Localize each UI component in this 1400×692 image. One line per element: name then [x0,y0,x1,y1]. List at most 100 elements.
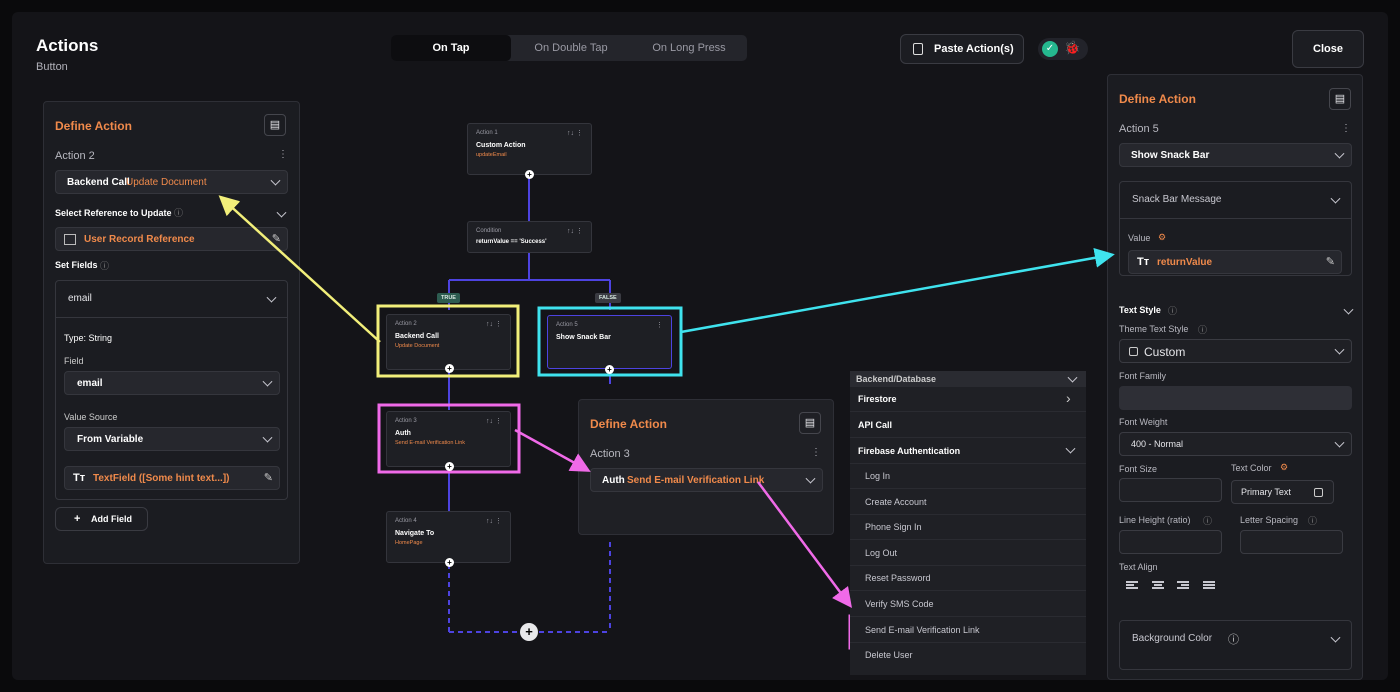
tab-on-long-press[interactable]: On Long Press [652,42,726,54]
right-action-type-select[interactable]: Show Snack Bar [1119,143,1352,167]
letter-spacing-label: Letter Spacing [1240,515,1299,525]
letter-spacing-field[interactable] [1240,530,1343,554]
font-weight-label: Font Weight [1119,417,1168,427]
flow-node-action-2[interactable]: Action 2 ↑↓ ⋮ Backend Call Update Docume… [386,314,511,370]
table-icon [64,234,76,245]
node-subtitle: Send E-mail Verification Link [395,440,466,446]
menu-item-api-call[interactable]: API Call [850,413,1086,438]
edit-icon[interactable]: ✎ [263,472,273,484]
variable-value: TextField ([Some hint text...]) [93,473,230,484]
close-button[interactable]: Close [1292,30,1364,68]
snack-section-header[interactable]: Snack Bar Message [1120,182,1351,219]
left-action-type: Backend Call [67,177,130,188]
right-define-action-panel: Define Action ▤ Action 5 ⋮ Show Snack Ba… [1107,74,1363,680]
add-field-button[interactable]: + Add Field [55,507,148,531]
variable-icon: ⚙ [1158,232,1167,242]
variable-field[interactable]: Tт TextField ([Some hint text...]) ✎ [64,466,280,490]
node-controls-icon[interactable]: ↑↓ ⋮ [486,418,502,425]
mid-action-type-select[interactable]: Auth Send E-mail Verification Link [590,468,823,492]
node-title: Navigate To [395,530,435,537]
tab-on-double-tap[interactable]: On Double Tap [534,42,608,54]
align-center-icon[interactable] [1152,581,1164,591]
add-action-button[interactable]: + [520,623,538,641]
node-label: Action 5 [556,322,578,328]
flow-node-action-1[interactable]: Action 1 ↑↓ ⋮ Custom Action updateEmail [467,123,592,175]
font-size-label: Font Size [1119,464,1158,474]
menu-item-reset-password[interactable]: Reset Password [850,566,1086,591]
value-source: From Variable [77,434,144,445]
menu-item-create-account[interactable]: Create Account [850,490,1086,515]
add-node-icon[interactable]: + [445,462,454,471]
tab-on-tap[interactable]: On Tap [391,35,511,61]
info-icon: ⓘ [1228,634,1239,646]
menu-item-log-out[interactable]: Log Out [850,541,1086,566]
add-node-icon[interactable]: + [605,365,614,374]
more-icon[interactable]: ⋮ [1341,123,1351,134]
align-left-icon[interactable] [1126,581,1138,591]
snack-value-field[interactable]: Tт returnValue ✎ [1128,250,1342,274]
line-height-field[interactable] [1119,530,1222,554]
menu-item-phone-sign-in[interactable]: Phone Sign In [850,515,1086,540]
flow-node-action-5[interactable]: Action 5 ⋮ Show Snack Bar [547,315,672,369]
more-icon[interactable]: ⋮ [278,149,288,160]
mid-action-subtype: Send E-mail Verification Link [627,475,765,486]
add-node-icon[interactable]: + [445,364,454,373]
color-swatch [1314,488,1323,497]
field-header[interactable]: email [56,281,287,318]
field-select[interactable]: email [64,371,280,395]
menu-category[interactable]: Backend/Database [850,371,1086,387]
plus-icon: + [74,513,81,525]
bg-color-section[interactable]: Background Color ⓘ [1119,620,1352,670]
node-controls-icon[interactable]: ↑↓ ⋮ [486,321,502,328]
menu-item-firebase-auth[interactable]: Firebase Authentication [850,439,1086,464]
checkbox-icon [1129,347,1138,356]
chevron-down-icon[interactable] [1343,304,1354,315]
flow-node-action-4[interactable]: Action 4 ↑↓ ⋮ Navigate To HomePage [386,511,511,563]
edit-icon[interactable]: ✎ [1325,256,1335,268]
menu-item-send-email-verification[interactable]: Send E-mail Verification Link [850,618,1086,643]
theme-select[interactable]: Custom [1119,339,1352,363]
paste-actions-label: Paste Action(s) [934,43,1014,55]
type-label: Type: String [64,333,113,343]
theme-label: Theme Text Style [1119,324,1189,334]
more-icon[interactable]: ⋮ [811,447,821,458]
menu-item-firestore[interactable]: Firestore [850,387,1086,412]
menu-item-delete-user[interactable]: Delete User [865,650,913,660]
more-icon[interactable]: ⋮ [656,322,663,329]
debug-toggle[interactable]: ✓ 🐞 [1038,38,1088,60]
add-node-icon[interactable]: + [525,170,534,179]
flow-node-action-3[interactable]: Action 3 ↑↓ ⋮ Auth Send E-mail Verificat… [386,411,511,467]
chevron-down-icon [1334,344,1345,355]
font-size-field[interactable] [1119,478,1222,502]
flow-node-condition[interactable]: Condition ↑↓ ⋮ returnValue == 'Success' [467,221,592,253]
node-controls-icon[interactable]: ↑↓ ⋮ [567,130,583,137]
info-icon: ⓘ [1203,516,1213,526]
node-controls-icon[interactable]: ↑↓ ⋮ [486,518,502,525]
menu-item-log-in[interactable]: Log In [850,464,1086,489]
align-justify-icon[interactable] [1203,581,1215,591]
mid-panel-title: Define Action [590,417,667,431]
node-controls-icon[interactable]: ↑↓ ⋮ [567,228,583,235]
add-note-icon[interactable]: ▤ [264,114,286,136]
field-value: email [77,378,103,389]
paste-actions-button[interactable]: Paste Action(s) [900,34,1024,64]
add-note-icon[interactable]: ▤ [1329,88,1351,110]
chevron-right-icon: › [1066,390,1071,406]
add-note-icon[interactable]: ▤ [799,412,821,434]
node-label: Action 2 [395,321,417,327]
text-align-label: Text Align [1119,562,1158,572]
font-weight-select[interactable]: 400 - Normal [1119,432,1352,456]
value-source-select[interactable]: From Variable [64,427,280,451]
text-color-field[interactable]: Primary Text [1231,480,1334,504]
left-action-type-select[interactable]: Backend Call Update Document [55,170,288,194]
left-panel-title: Define Action [55,119,132,133]
chevron-down-icon [1067,372,1078,383]
trigger-tabs: On Tap On Double Tap On Long Press [391,35,747,61]
add-node-icon[interactable]: + [445,558,454,567]
true-tag: TRUE [437,293,460,303]
font-family-field[interactable] [1119,386,1352,410]
node-title: Backend Call [395,333,439,340]
left-action-label: Action 2 [55,150,95,162]
align-right-icon[interactable] [1177,581,1189,591]
menu-item-verify-sms[interactable]: Verify SMS Code [850,592,1086,617]
